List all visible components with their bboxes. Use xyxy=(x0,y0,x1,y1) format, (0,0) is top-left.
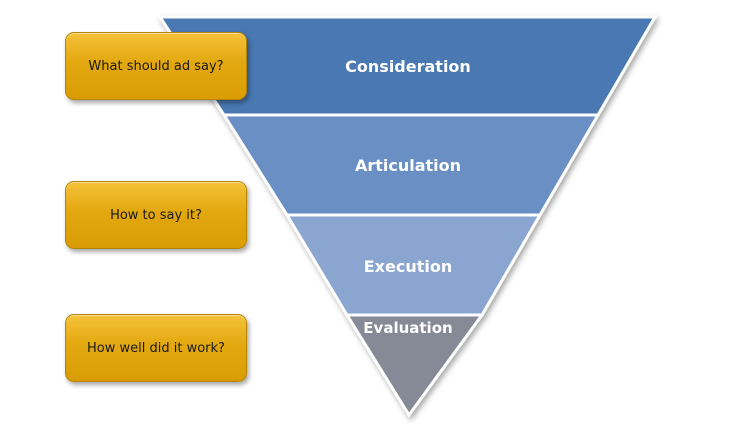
stage-label-articulation: Articulation xyxy=(355,156,461,175)
stage-label-execution: Execution xyxy=(364,257,453,276)
stage-label-evaluation: Evaluation xyxy=(363,319,452,337)
question-box-how-well-worked: How well did it work? xyxy=(65,314,247,382)
question-label: How to say it? xyxy=(110,207,202,223)
question-box-how-to-say: How to say it? xyxy=(65,181,247,249)
question-label: How well did it work? xyxy=(87,340,225,356)
stage-label-consideration: Consideration xyxy=(345,57,471,76)
question-label: What should ad say? xyxy=(88,58,224,74)
funnel-stage-evaluation xyxy=(344,313,485,418)
question-box-what-to-say: What should ad say? xyxy=(65,32,247,100)
